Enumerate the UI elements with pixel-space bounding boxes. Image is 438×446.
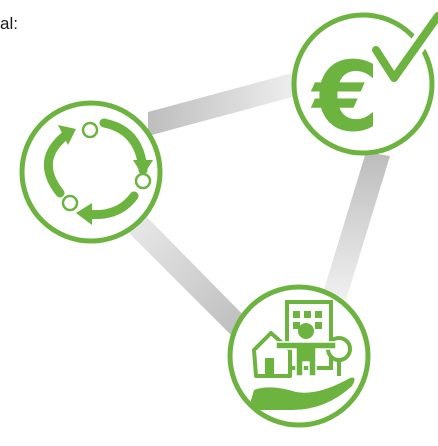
connector-ecology-economy [148, 72, 296, 136]
ecology-node [19, 100, 163, 244]
connector-ecology-social [116, 206, 258, 344]
community-in-hand-icon [250, 300, 355, 410]
economy-node: € [291, 7, 438, 156]
caption-fragment: al: [0, 14, 18, 33]
euro-symbol: € [311, 41, 380, 153]
recycle-cycle-icon [43, 118, 153, 225]
connector-economy-social [322, 152, 390, 300]
social-node [227, 284, 371, 428]
euro-check-icon: € [311, 7, 438, 153]
